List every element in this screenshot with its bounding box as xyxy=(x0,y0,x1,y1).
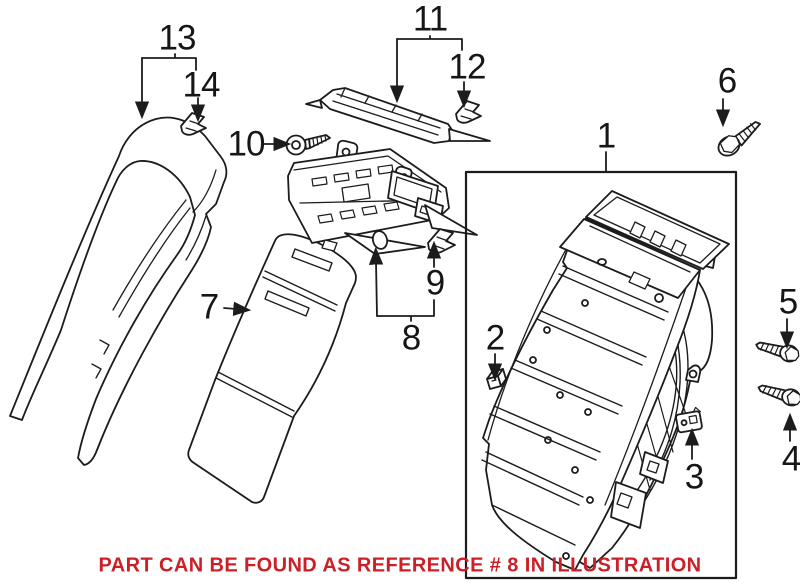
callout-14: 14 xyxy=(182,65,221,105)
leader-8-bracket xyxy=(377,300,434,321)
reference-banner-text: PART CAN BE FOUND AS REFERENCE # 8 IN IL… xyxy=(98,554,702,577)
part-7-panel-drawing xyxy=(188,234,356,502)
callout-9: 9 xyxy=(425,263,445,303)
part-9-clip-drawing xyxy=(428,229,455,253)
callout-13: 13 xyxy=(158,18,197,58)
callout-5: 5 xyxy=(778,282,798,322)
part-10-screw-drawing xyxy=(287,135,331,155)
cluster-hood xyxy=(560,191,729,302)
callout-6: 6 xyxy=(717,61,737,101)
part-13-trim-drawing xyxy=(10,118,226,465)
callout-2: 2 xyxy=(485,318,505,358)
part-8-bracket-drawing xyxy=(288,141,477,254)
leader-8-arrow xyxy=(368,246,384,316)
leader-11-bracket xyxy=(397,36,462,50)
part-1-cluster-drawing xyxy=(482,191,729,570)
callout-10: 10 xyxy=(227,124,266,164)
leader-13-bracket xyxy=(142,54,196,70)
callout-12: 12 xyxy=(448,47,487,87)
cluster-frame xyxy=(482,218,700,570)
leader-7-arrow xyxy=(224,301,252,316)
part-1-reference-box xyxy=(466,172,736,578)
callout-8: 8 xyxy=(401,318,421,358)
callout-4: 4 xyxy=(781,439,800,479)
part-14-clip-drawing xyxy=(181,113,206,135)
callout-7: 7 xyxy=(199,287,219,327)
cluster-lower-tabs xyxy=(611,452,668,528)
callout-11: 11 xyxy=(412,0,448,39)
part-11-rail-drawing xyxy=(306,88,490,143)
callout-leaders xyxy=(134,36,798,459)
part-12-clip-drawing xyxy=(456,101,481,123)
callout-3: 3 xyxy=(684,457,704,497)
part-4-bolt-drawing xyxy=(756,380,800,408)
part-5-bolt-drawing xyxy=(754,337,800,364)
part-6-screw-drawing xyxy=(715,119,766,160)
callout-1: 1 xyxy=(596,116,616,156)
